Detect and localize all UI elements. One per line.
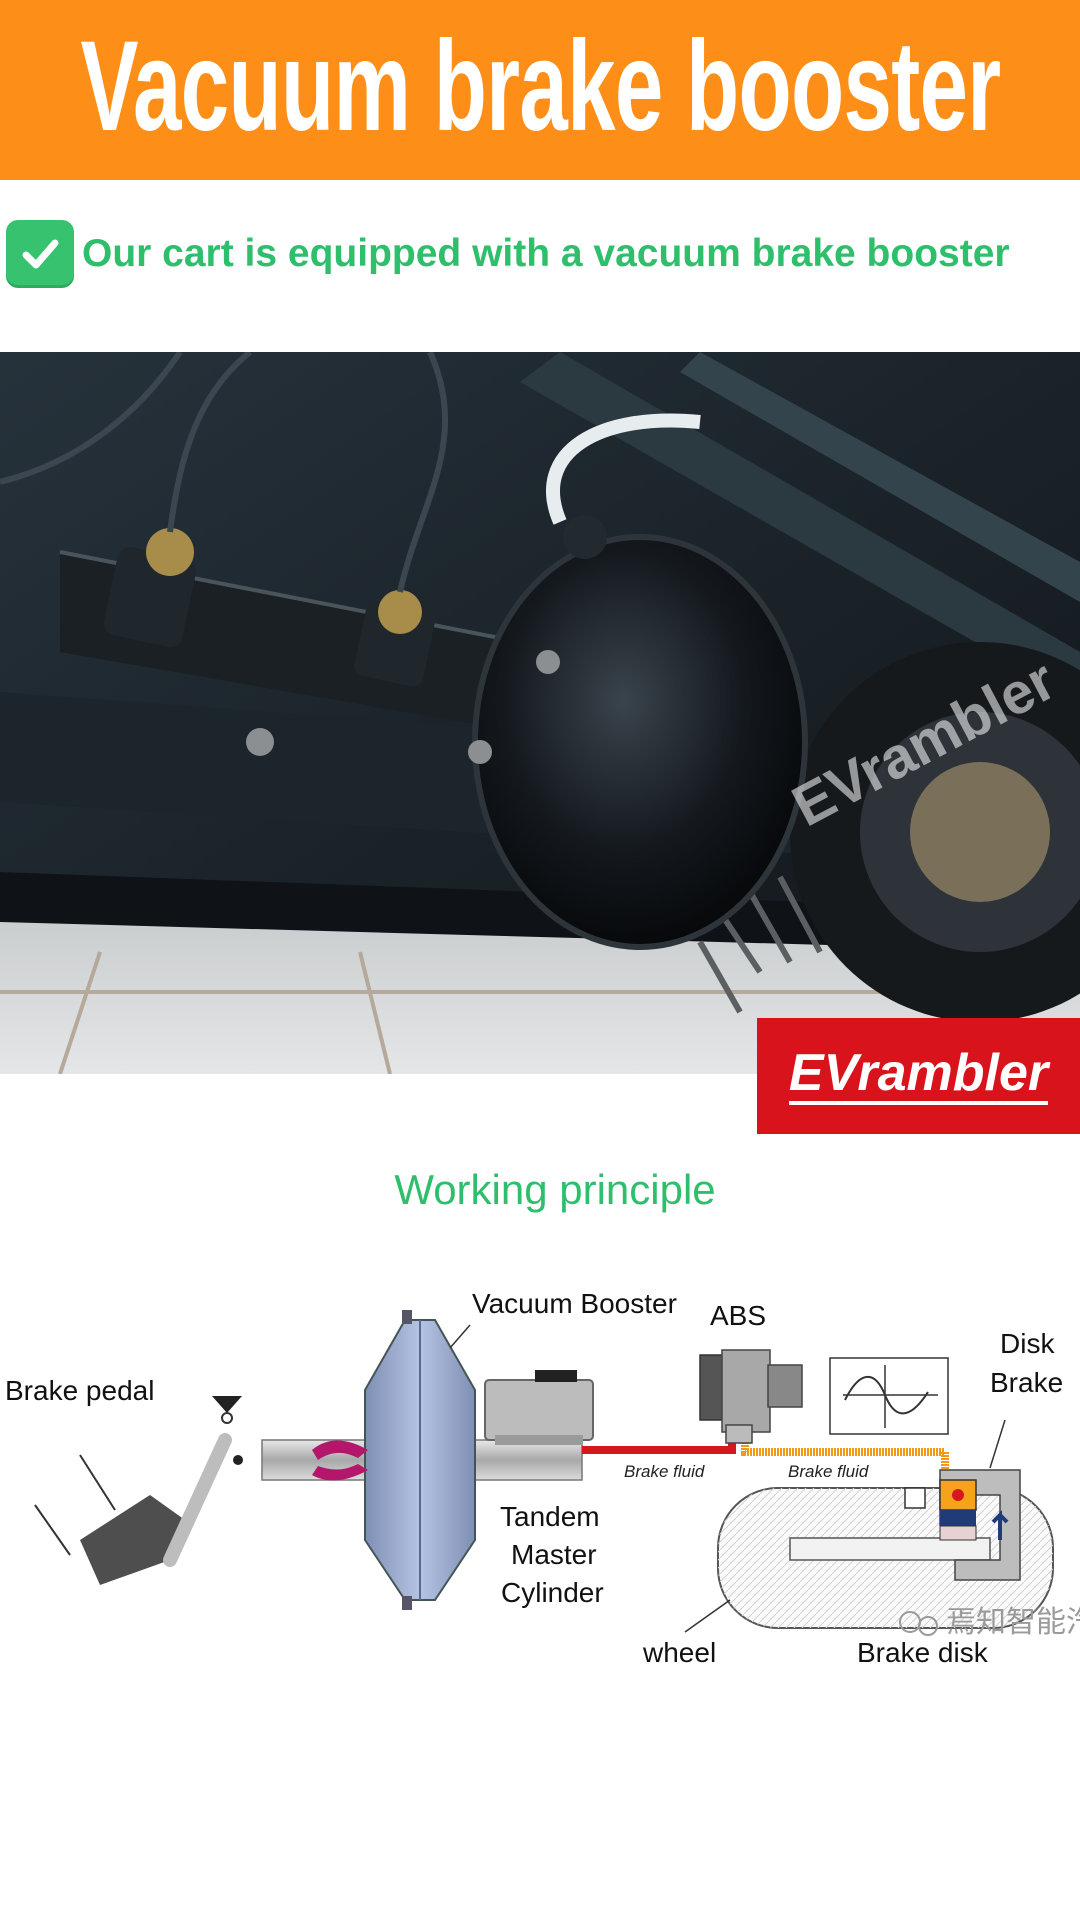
product-photo: EVrambler	[0, 352, 1080, 1074]
label-brake-fluid-2: Brake fluid	[788, 1462, 869, 1481]
feature-text: Our cart is equipped with a vacuum brake…	[82, 232, 1010, 275]
wechat-watermark: 焉知智能汽	[899, 1605, 1080, 1640]
brand-logo-text: EVrambler	[788, 1047, 1049, 1105]
label-brake-fluid-1: Brake fluid	[624, 1462, 705, 1481]
brake-pedal-icon	[34, 1396, 243, 1585]
watermark-text: 焉知智能汽	[946, 1605, 1080, 1640]
label-disk: Disk	[1000, 1328, 1055, 1359]
working-principle-diagram: Vacuum Booster ABS Disk Brake Brake peda…	[0, 1270, 1080, 1690]
feature-line: Our cart is equipped with a vacuum brake…	[6, 218, 1010, 290]
label-master: Master	[511, 1539, 597, 1570]
label-abs: ABS	[710, 1300, 766, 1331]
section-title: Working principle	[394, 1166, 716, 1213]
label-brake-pedal: Brake pedal	[5, 1375, 154, 1406]
brand-badge: EVrambler	[757, 1018, 1080, 1134]
disk-brake-icon	[904, 1469, 1021, 1581]
abs-unit-icon	[699, 1349, 803, 1444]
label-tandem: Tandem	[500, 1501, 600, 1532]
label-wheel: wheel	[642, 1637, 716, 1668]
label-cylinder: Cylinder	[501, 1577, 604, 1608]
page-title: Vacuum brake booster	[80, 15, 1001, 158]
signal-graph-icon	[829, 1357, 949, 1435]
title-banner: Vacuum brake booster	[0, 0, 1080, 180]
label-brake: Brake	[990, 1367, 1063, 1398]
vacuum-booster-icon	[312, 1310, 476, 1610]
label-brake-disk: Brake disk	[857, 1637, 989, 1668]
label-vacuum-booster: Vacuum Booster	[472, 1288, 677, 1319]
check-box-icon	[6, 220, 74, 288]
